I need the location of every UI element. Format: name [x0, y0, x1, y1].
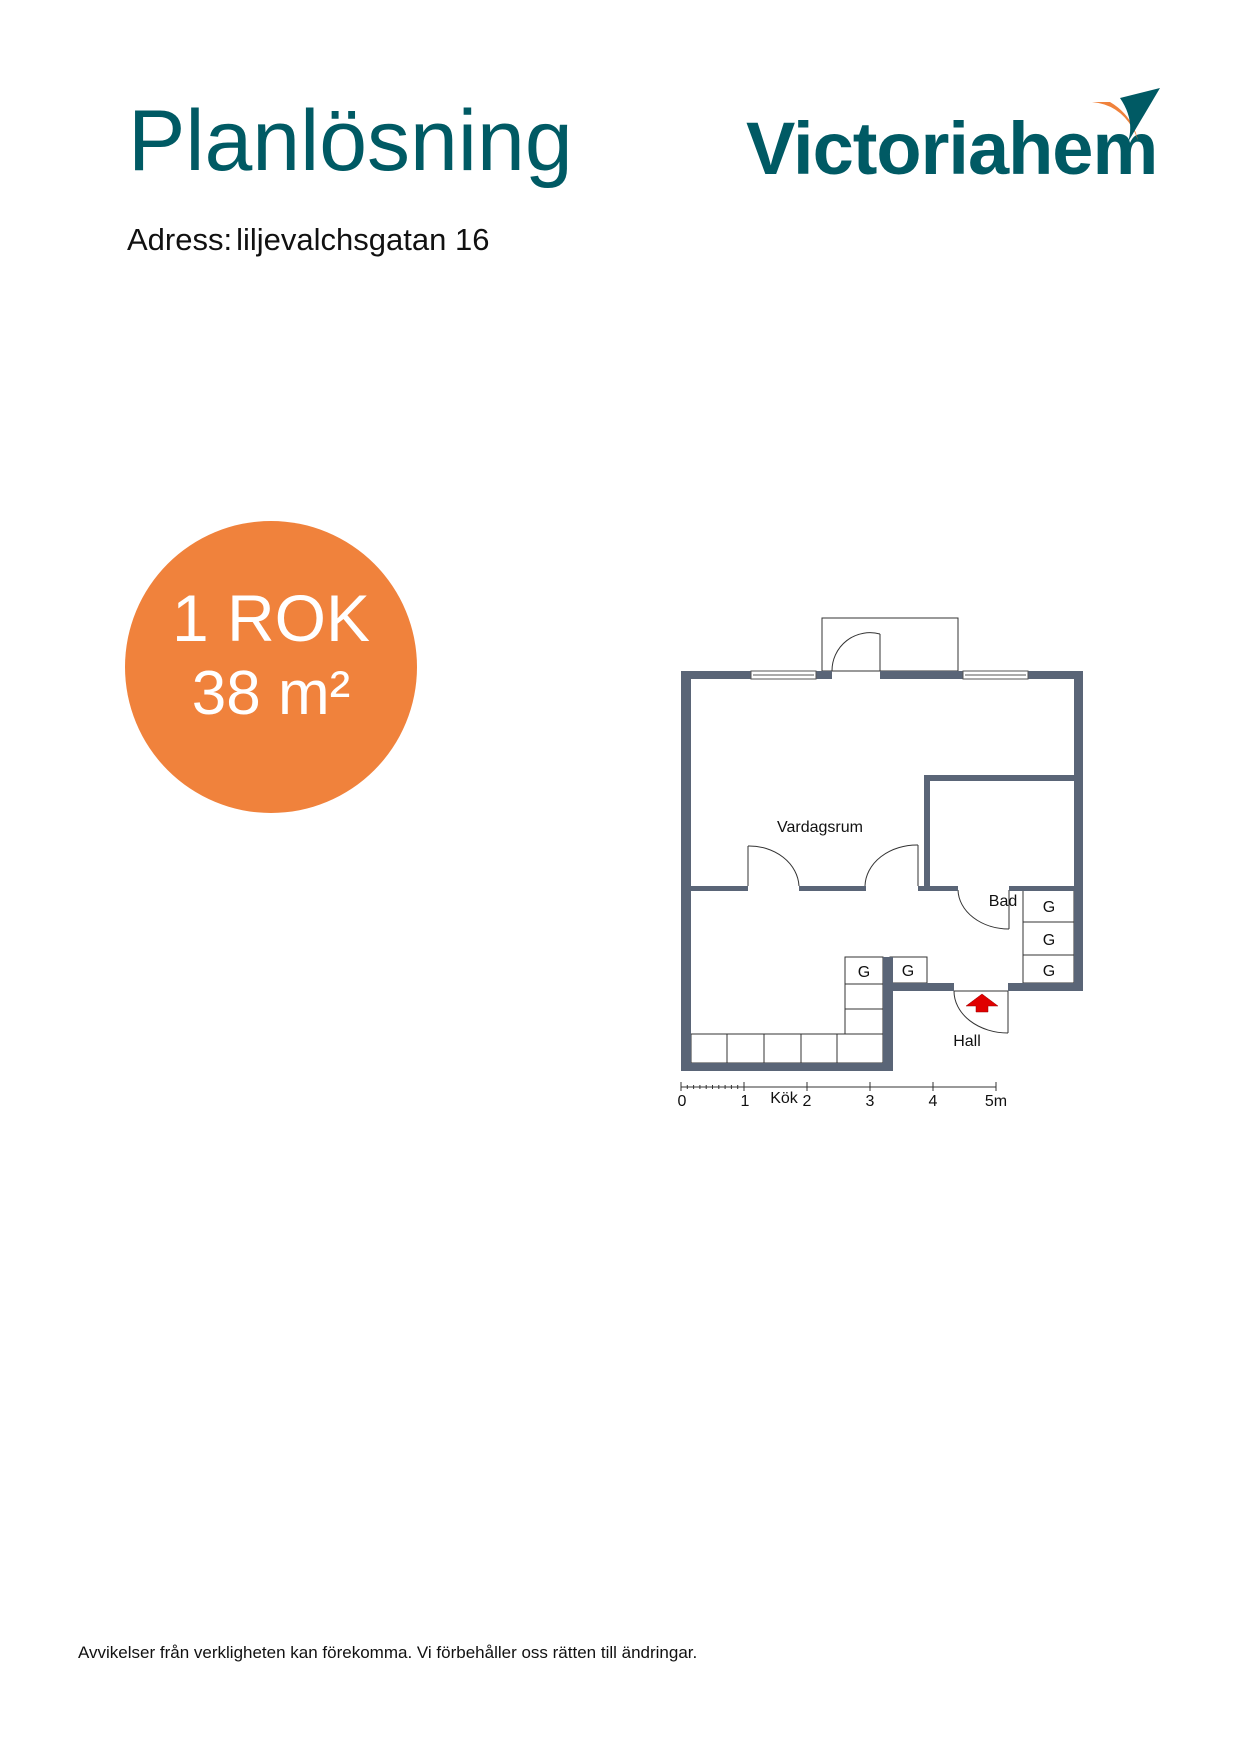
- scale-bar: [680, 1082, 997, 1091]
- scale-tick-label: 2: [803, 1093, 812, 1110]
- page-title: Planlösning: [128, 93, 573, 189]
- windows: [750, 670, 1029, 680]
- wardrobe-label: G: [1043, 899, 1055, 916]
- wardrobe-label: G: [1043, 963, 1055, 980]
- kitchen-counter: [690, 1033, 884, 1064]
- walls: [681, 671, 1083, 1071]
- scale-tick-label: 0: [678, 1093, 687, 1110]
- address-label: Adress:: [127, 222, 233, 257]
- room-label-hall: Hall: [953, 1033, 981, 1050]
- logo-bird-icon: [1092, 88, 1160, 142]
- logo-text: Victoriahem: [746, 107, 1158, 190]
- entrance-arrow-icon: [965, 993, 999, 1013]
- wardrobe-label: G: [1043, 932, 1055, 949]
- scale-tick-label: 4: [929, 1093, 938, 1110]
- scale-tick-label: 3: [866, 1093, 875, 1110]
- wardrobe-label: G: [902, 963, 914, 980]
- disclaimer: Avvikelser från verkligheten kan förekom…: [78, 1643, 698, 1662]
- address: Adress:liljevalchsgatan 16: [127, 222, 493, 258]
- room-label-kitchen: Kök: [770, 1090, 799, 1107]
- scale-tick-label: 1: [741, 1093, 750, 1110]
- room-label-bath: Bad: [989, 893, 1017, 910]
- area: 38 m²: [191, 659, 351, 728]
- apartment-badge: 1 ROK 38 m²: [125, 521, 417, 813]
- wardrobe-label: G: [858, 964, 870, 981]
- room-label-living: Vardagsrum: [777, 819, 863, 836]
- scale-tick-label: 5m: [985, 1093, 1007, 1110]
- address-value: liljevalchsgatan 16: [236, 222, 490, 257]
- room-count: 1 ROK: [171, 581, 371, 655]
